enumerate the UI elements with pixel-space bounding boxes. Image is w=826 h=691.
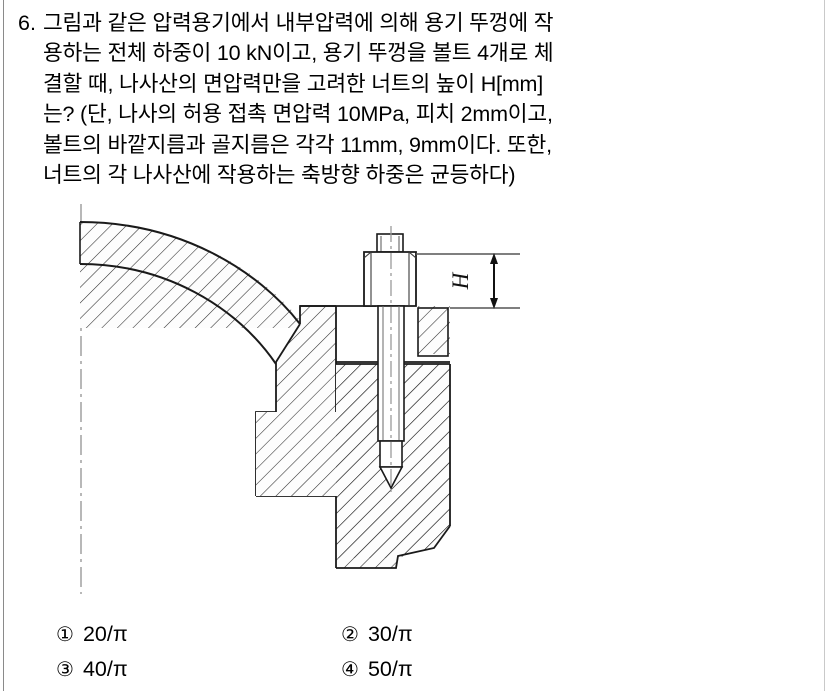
option-4-marker: ④ — [341, 656, 359, 681]
bolt — [363, 226, 417, 496]
question-line: 결할 때, 나사산의 면압력만을 고려한 너트의 높이 H[mm] — [42, 71, 544, 96]
question-line: 용하는 전체 하중이 10 kN이고, 용기 뚜껑을 볼트 4개로 체 — [42, 41, 554, 66]
option-row: ① 20/π ② 30/π — [56, 616, 756, 651]
question-text: 그림과 같은 압력용기에서 내부압력에 의해 용기 뚜껑에 작 용하는 전체 하… — [43, 8, 818, 190]
dimension-H: H — [416, 253, 520, 309]
dimension-label-H: H — [448, 271, 473, 290]
option-3[interactable]: ③ 40/π — [56, 654, 341, 684]
option-2-marker: ② — [341, 621, 359, 646]
vessel-lower-flange — [256, 412, 336, 496]
option-2-label: 30/π — [367, 621, 413, 646]
option-1[interactable]: ① 20/π — [56, 619, 341, 649]
page-border-left — [3, 0, 4, 691]
question-number: 6. — [18, 11, 36, 35]
question-block: 6. 그림과 같은 압력용기에서 내부압력에 의해 용기 뚜껑에 작 용하는 전… — [18, 8, 818, 190]
option-1-label: 20/π — [82, 621, 128, 646]
question-line: 는? (단, 나사의 허용 접촉 면압력 10MPa, 피치 2mm이고, — [42, 102, 553, 127]
figure-pressure-vessel-diagram: H — [0, 196, 826, 606]
option-2[interactable]: ② 30/π — [341, 619, 413, 649]
question-line: 그림과 같은 압력용기에서 내부압력에 의해 용기 뚜껑에 작 — [42, 11, 554, 35]
question-line: 볼트의 바깥지름과 골지름은 각각 11mm, 9mm이다. 또한, — [42, 132, 552, 157]
option-3-label: 40/π — [82, 656, 128, 681]
dimension-arrow — [490, 253, 498, 309]
option-3-marker: ③ — [56, 656, 74, 681]
option-1-marker: ① — [56, 621, 74, 646]
question-line: 너트의 각 나사산에 작용하는 축방향 하중은 균등하다) — [42, 163, 516, 188]
option-4[interactable]: ④ 50/π — [341, 654, 413, 684]
nut — [336, 306, 450, 363]
option-row: ③ 40/π ④ 50/π — [56, 651, 756, 686]
answer-options: ① 20/π ② 30/π ③ 40/π ④ 50/π — [56, 616, 756, 686]
page-border-right — [824, 0, 825, 691]
option-4-label: 50/π — [367, 656, 413, 681]
